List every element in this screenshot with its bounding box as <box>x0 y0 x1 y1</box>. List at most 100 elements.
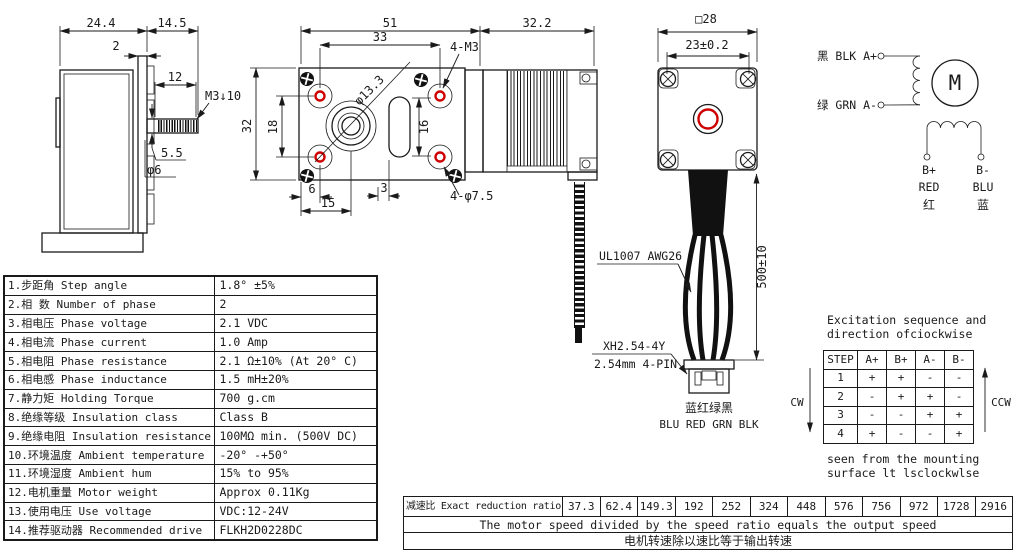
spec-value: 2 <box>213 294 378 315</box>
rotation-direction-arrows: CW CCW <box>790 367 1011 433</box>
exc-cell: - <box>857 387 887 407</box>
dim-5-5: 5.5 <box>161 146 183 160</box>
spec-value: Class B <box>213 407 378 428</box>
spec-value: FLKH2D0228DC <box>213 520 378 541</box>
ratio-table: 减速比 Exact reduction ratio 37.3 62.4 149.… <box>403 496 1013 550</box>
ratio-cell: 576 <box>824 496 863 517</box>
table-row: The motor speed divided by the speed rat… <box>403 516 1013 533</box>
face-screw-icon <box>414 73 428 87</box>
b-plus-color-cn: 红 <box>923 197 935 212</box>
exc-cell: + <box>857 368 887 388</box>
spec-value: -20° -+50° <box>213 445 378 465</box>
spec-value: 15% to 95% <box>213 463 378 484</box>
phase-a-coil <box>912 55 921 106</box>
spec-label: 14.推荐驱动器 Recommended drive <box>3 520 215 541</box>
dim-2: 2 <box>112 39 119 53</box>
spec-value: 100MΩ min. (500V DC) <box>213 426 378 447</box>
exc-header: A- <box>915 350 945 370</box>
spec-label: 8.绝缘等级 Insulation class <box>3 407 215 428</box>
spec-label: 13.使用电压 Use voltage <box>3 501 215 522</box>
ratio-cell: 37.3 <box>562 496 601 517</box>
exc-cell: + <box>886 387 916 407</box>
spec-label: 3.相电压 Phase voltage <box>3 313 215 334</box>
exc-cell: - <box>857 405 887 425</box>
exc-cell: - <box>886 424 916 444</box>
excitation-table: STEP A+ B+ A- B- 1 + + - - 2 - + + - 3 <box>823 350 974 444</box>
exc-cell: - <box>915 368 945 388</box>
dim-15: 15 <box>321 196 335 210</box>
phase-b-coil <box>926 121 982 129</box>
corner-screw-icon <box>659 151 677 169</box>
screw-callout-4m3: 4-M3 <box>450 40 479 54</box>
dim-6: 6 <box>308 182 315 196</box>
dim-33: 33 <box>373 30 387 44</box>
b-minus-color-cn: 蓝 <box>977 198 989 212</box>
exc-cell: - <box>944 368 974 388</box>
dim-frame-28: □28 <box>695 12 717 26</box>
exc-cell: 2 <box>823 387 858 407</box>
ratio-cell: 756 <box>862 496 901 517</box>
table-row: 10.环境温度 Ambient temperature-20° -+50° <box>3 445 378 465</box>
ratio-cell: 149.3 <box>637 496 676 517</box>
table-row: 减速比 Exact reduction ratio 37.3 62.4 149.… <box>403 496 1013 517</box>
exc-header: B+ <box>886 350 916 370</box>
dim-23: 23±0.2 <box>685 38 728 52</box>
excitation-note-line2: surface lt lsclockwlse <box>827 466 980 480</box>
ratio-table-container: 减速比 Exact reduction ratio 37.3 62.4 149.… <box>403 496 1013 550</box>
dim-phi6: φ6 <box>147 163 161 177</box>
spec-label: 12.电机重量 Motor weight <box>3 482 215 503</box>
lead-colors-en: BLU RED GRN BLK <box>659 418 759 431</box>
dim-32: 32 <box>240 119 254 133</box>
ratio-cell: 324 <box>749 496 788 517</box>
corner-screw-icon <box>739 70 757 88</box>
spec-label: 9.绝缘电阻 Insulation resistance <box>3 426 215 447</box>
ratio-cell: 448 <box>787 496 826 517</box>
face-screw-icon <box>300 169 314 183</box>
dim-51: 51 <box>383 16 397 30</box>
lead-bundle <box>688 170 728 236</box>
ratio-cell: 192 <box>674 496 713 517</box>
spec-label: 4.相电流 Phase current <box>3 332 215 353</box>
table-row: 2 - + + - <box>823 387 974 407</box>
ratio-note-cn: 电机转速除以速比等于输出转速 <box>403 532 1013 550</box>
spec-value: 1.8° ±5% <box>213 275 378 296</box>
phase-a-minus-label: 绿 GRN A- <box>817 98 877 112</box>
exc-cell: + <box>915 405 945 425</box>
hole-callout-4phi7-5: 4-φ7.5 <box>450 189 493 203</box>
ratio-cell: 972 <box>899 496 938 517</box>
spec-label: 10.环境温度 Ambient temperature <box>3 445 215 465</box>
corner-screw-icon <box>659 70 677 88</box>
tap-callout-m3: M3↓10 <box>205 89 241 103</box>
exc-header: STEP <box>823 350 858 370</box>
dim-500: 500±10 <box>755 245 769 288</box>
shaft-threads <box>158 120 197 132</box>
dim-16: 16 <box>417 120 431 134</box>
twisted-lead-tip <box>575 328 582 343</box>
exc-cell: + <box>944 405 974 425</box>
exc-cell: 4 <box>823 424 858 444</box>
exc-cell: - <box>886 405 916 425</box>
motor-fins <box>507 71 567 166</box>
terminal-b-plus-label: B+ <box>922 163 936 177</box>
table-row: 电机转速除以速比等于输出转速 <box>403 532 1013 550</box>
wire-spec-label: UL1007 AWG26 <box>599 249 682 263</box>
spec-label: 5.相电阻 Phase resistance <box>3 351 215 371</box>
exc-cell: - <box>944 387 974 407</box>
connector-model-label: XH2.54-4Y <box>603 339 665 353</box>
ccw-label: CCW <box>991 396 1011 409</box>
ratio-note-en: The motor speed divided by the speed rat… <box>403 516 1013 533</box>
excitation-note: seen from the mounting surface lt lscloc… <box>827 452 979 480</box>
ratio-cell: 2916 <box>974 496 1013 517</box>
excitation-title-line2: direction ofciockwise <box>827 327 973 341</box>
face-screw-icon <box>448 169 462 183</box>
terminal-b-minus-label: B- <box>976 163 990 177</box>
b-plus-color-en: RED <box>919 180 940 194</box>
